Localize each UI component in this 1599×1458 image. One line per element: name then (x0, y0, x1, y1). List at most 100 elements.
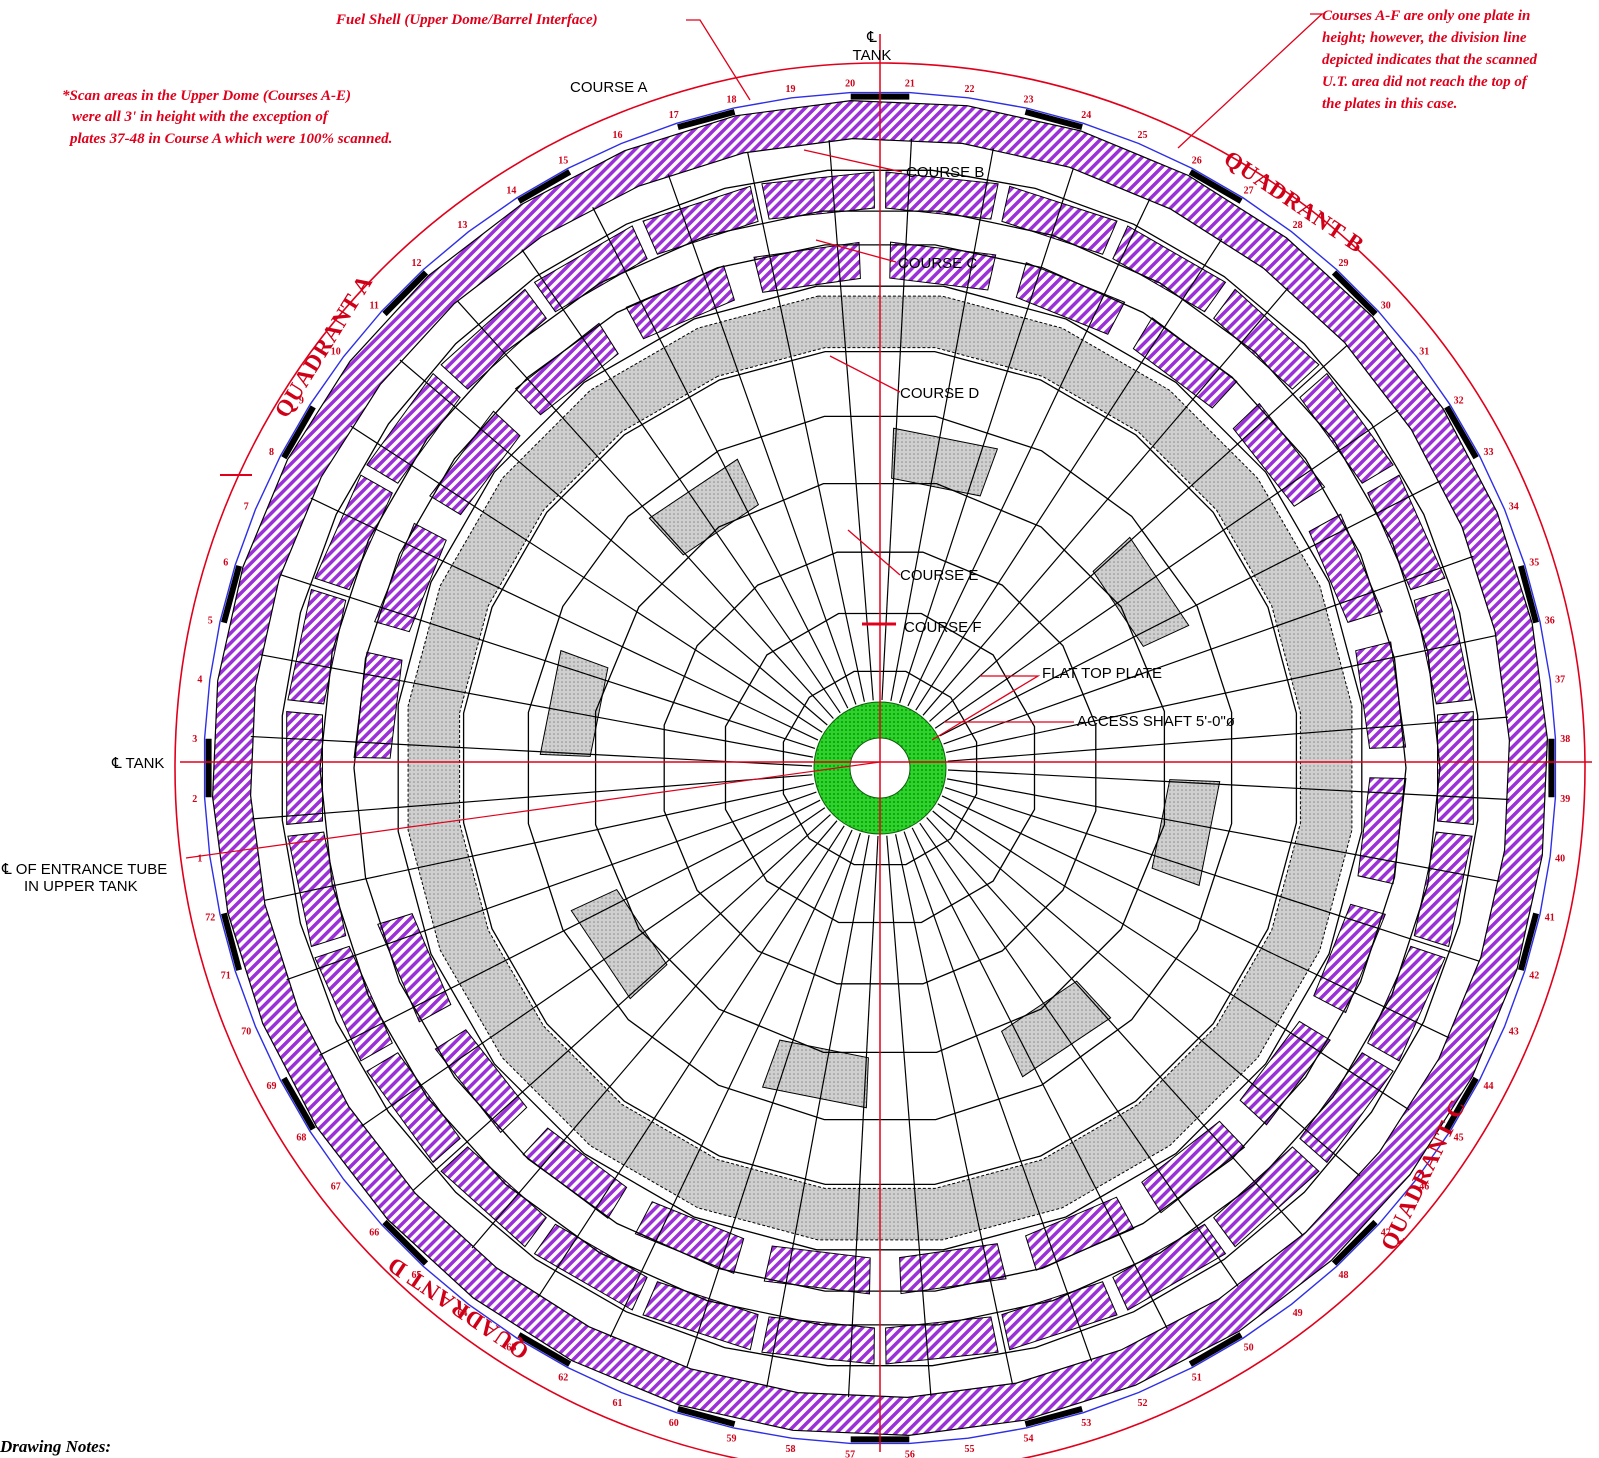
plate-number: 26 (1192, 156, 1202, 167)
course-b-scan-segment (642, 1281, 759, 1351)
plate-number: 30 (1381, 301, 1391, 312)
radial-seam-line (521, 249, 841, 714)
outer-plate-weld-mark (221, 565, 242, 624)
plate-number: 72 (205, 913, 215, 924)
radial-seam-line (922, 287, 1289, 716)
radial-seam-line (609, 829, 853, 1338)
radial-seam-line (941, 795, 1450, 1039)
entrance-tube-centerline (185, 761, 881, 859)
access-shaft-ring (813, 701, 947, 835)
plate-number: 42 (1529, 970, 1539, 981)
course-boundary-outline (594, 482, 1166, 1054)
plate-number: 43 (1509, 1027, 1519, 1038)
course-b-scan-segment (1213, 288, 1320, 390)
plate-number: 66 (369, 1228, 379, 1239)
radial-seam-line (319, 799, 821, 1056)
course-e-gray-segment (1092, 536, 1190, 648)
radial-seam-line (881, 138, 913, 701)
course-c-scan-segment (899, 1243, 1007, 1295)
plate-number: 17 (669, 110, 679, 121)
plate-number: 2 (192, 794, 197, 805)
course-b-scan-segment (1001, 185, 1118, 255)
plate-number: 8 (269, 447, 274, 458)
course-b-scan-segment (533, 225, 648, 313)
course-b-scan-segment (1299, 372, 1394, 484)
course-leader-line (829, 355, 901, 393)
plate-number: 10 (331, 346, 341, 357)
course-boundary-outline (281, 169, 1479, 1367)
course-c-label: COURSE C (898, 255, 977, 272)
plate-number: 64 (457, 1308, 467, 1319)
centerline-tank-left: ℄ TANK (111, 755, 164, 772)
course-b-scan-segment (440, 1146, 547, 1248)
course-c-scan-segment (434, 1029, 528, 1134)
plate-number: 15 (558, 156, 568, 167)
radial-seam-line (667, 174, 857, 705)
plate-number: 14 (506, 185, 516, 196)
flat-top-plate-label: FLAT TOP PLATE (1042, 665, 1162, 682)
outer-plate-weld-mark (517, 1332, 572, 1367)
radial-seam-line (911, 827, 1168, 1329)
plate-number: 16 (613, 130, 623, 141)
plate-number: 27 (1244, 185, 1254, 196)
course-boundary-outline (663, 551, 1097, 985)
outer-rim-outline (203, 91, 1557, 1445)
outer-plate-weld-mark (382, 1219, 429, 1266)
red-callout-line (686, 19, 751, 101)
plate-number: 7 (244, 502, 249, 513)
radial-seam-line (947, 716, 1508, 762)
radial-seam-line (939, 480, 1441, 737)
course-boundary-outline (319, 210, 1441, 1326)
plate-number: 29 (1339, 258, 1349, 269)
outer-plate-weld-mark (1024, 109, 1083, 130)
courses-note-line1: Courses A-F are only one plate in (1322, 8, 1530, 24)
course-boundary-outline (397, 285, 1363, 1251)
course-b-scan-segment (1437, 711, 1474, 825)
course-leader-line (847, 529, 901, 576)
course-boundary-outline (782, 670, 978, 866)
centerline-top-label: ℄ TANK (853, 29, 892, 64)
plate-number: 40 (1555, 854, 1565, 865)
radial-seam-line (456, 300, 834, 719)
course-c-scan-segment (1232, 402, 1326, 507)
course-b-scan-segment (885, 171, 999, 220)
course-b-scan-segment (440, 288, 547, 390)
radial-seam-line (944, 787, 1480, 962)
radial-seam-line (947, 769, 1510, 801)
radial-seam-line (903, 831, 1093, 1362)
red-callout-line (931, 675, 1041, 741)
access-shaft-label: ACCESS SHAFT 5'-0"ø (1077, 713, 1235, 730)
course-e-gray-segment (1151, 779, 1221, 887)
outer-plate-weld-mark (281, 1076, 316, 1131)
plate-number: 52 (1138, 1398, 1148, 1409)
plate-number: 71 (221, 970, 231, 981)
course-c-scan-segment (1313, 903, 1386, 1014)
drawing-notes-heading: Drawing Notes: (0, 1437, 111, 1456)
plate-number: 22 (965, 84, 975, 95)
plate-number: 45 (1454, 1133, 1464, 1144)
course-b-scan-segment (1299, 1052, 1394, 1164)
plate-number: 9 (299, 395, 304, 406)
radial-seam-line (915, 238, 1223, 711)
plate-number: 53 (1081, 1418, 1091, 1429)
radial-seam-line (361, 807, 826, 1127)
plate-number: 18 (727, 94, 737, 105)
plate-number: 13 (457, 220, 467, 231)
course-b-scan-segment (287, 588, 347, 705)
plate-number: 11 (369, 301, 378, 312)
plate-number: 70 (241, 1027, 251, 1038)
plate-number: 4 (197, 675, 202, 686)
course-e-gray-segment (648, 458, 760, 556)
plate-number: 48 (1339, 1270, 1349, 1281)
course-leader-line (815, 239, 897, 263)
course-b-scan-segment (1112, 225, 1227, 313)
plate-number: 50 (1244, 1343, 1254, 1354)
plate-number: 35 (1529, 558, 1539, 569)
radial-seam-line (350, 425, 823, 733)
outer-plate-weld-mark (1331, 1219, 1378, 1266)
plate-number: 32 (1454, 395, 1464, 406)
course-e-gray-segment (761, 1039, 869, 1109)
plate-number: 56 (905, 1449, 915, 1458)
radial-seam-line (907, 198, 1151, 707)
plate-number: 37 (1555, 675, 1565, 686)
